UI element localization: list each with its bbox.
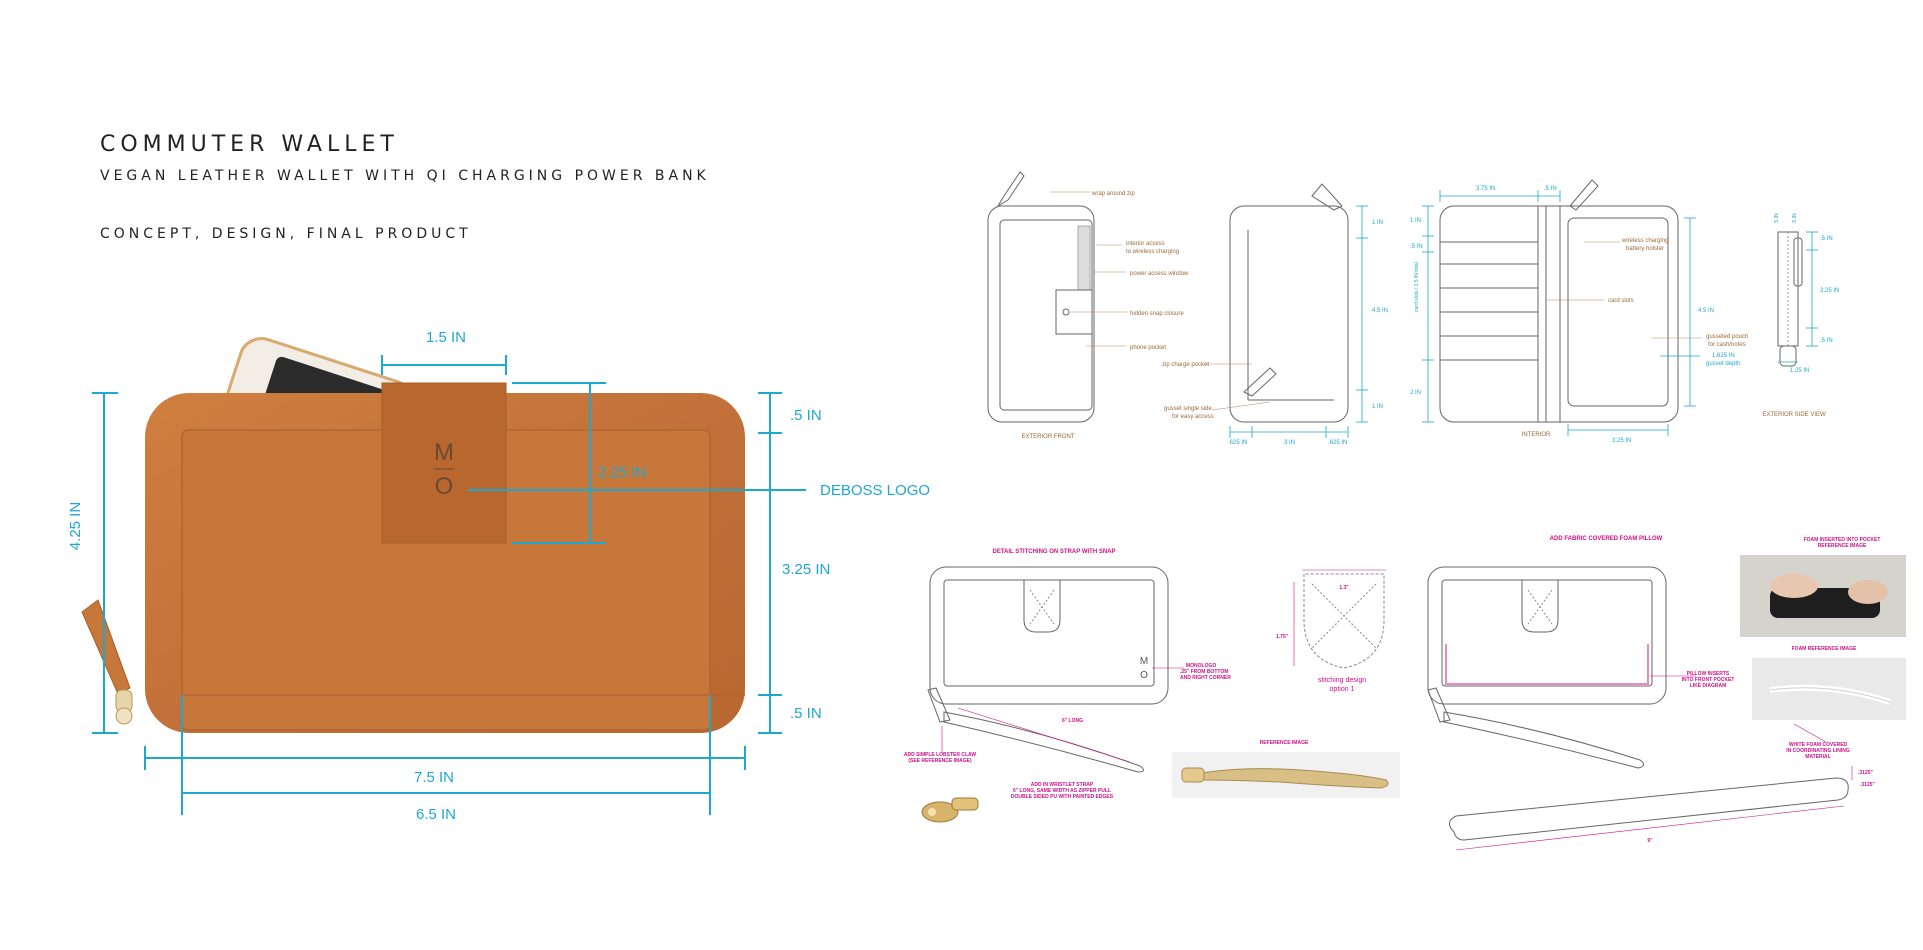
side-dim-t0: .5 IN [1774,213,1780,224]
tech-drawing-side: .5 IN .5 IN .5 IN 3.25 IN .5 IN 1.25 IN … [1762,213,1839,418]
interior-label-3: gusseted pouch [1706,334,1748,340]
pillow-note-1: INTO FRONT POCKET [1682,677,1735,683]
side-dim-0: .5 IN [1820,236,1833,242]
pillow-note-2: LIKE DIAGRAM [1690,683,1727,689]
back-dim-r2: 1 IN [1372,404,1383,410]
back-label-1: gusset single side [1164,406,1212,412]
interior-dim-l0: 1 IN [1410,218,1421,224]
tech-drawing-back: zip charge pocket gusset single side for… [1162,183,1388,446]
back-dim-b2: .625 IN [1328,440,1347,446]
tab-height: 1.75" [1276,634,1289,640]
interior-dim-t1: .5 IN [1544,186,1557,192]
foam-dim-0: .3125" [1858,770,1874,776]
interior-dim-t0: 3.75 IN [1476,186,1495,192]
lobster-clasp-photo [921,797,979,823]
strap-sheet: DETAIL STITCHING ON STRAP WITH SNAP M O … [904,549,1400,832]
foam-sheet: ADD FABRIC COVERED FOAM PILLOW PILLOW IN… [1427,536,1906,851]
strap-logo-o: O [1140,670,1148,681]
logo-letter-m: M [434,439,454,466]
photo2-caption: FOAM REFERENCE IMAGE [1792,646,1857,652]
interior-label-4: for cash/notes [1708,342,1746,348]
tech-drawing-interior: wireless charging battery holster card s… [1410,179,1748,444]
interior-label-0: wireless charging [1621,238,1668,244]
interior-dim-l2: card slots / 1.5 IN total [1414,262,1420,312]
front-caption: EXTERIOR FRONT [1021,434,1074,440]
dim-bottom-margin: .5 IN [790,705,822,722]
clasp-note-1: (SEE REFERENCE IMAGE) [908,758,972,764]
strap-heading: DETAIL STITCHING ON STRAP WITH SNAP [992,549,1115,555]
render-dimensions [92,355,806,815]
page-title: COMMUTER WALLET [100,132,399,157]
photo1-caption-0: FOAM INSERTED INTO POCKET [1804,537,1881,543]
side-dim-bottom: 1.25 IN [1790,368,1809,374]
interior-dim-l3: 2 IN [1410,390,1421,396]
side-dim-1: 3.25 IN [1820,288,1839,294]
logo-note-2: AND RIGHT CORNER [1180,675,1231,681]
front-label-4: hidden snap closure [1130,311,1184,317]
tech-drawing-front: wrap around zip interior access to wirel… [987,171,1189,440]
dim-outer-width: 7.5 IN [414,769,454,786]
page-tagline: CONCEPT, DESIGN, FINAL PRODUCT [100,226,472,242]
dim-flap-height: 2.25 IN [598,464,646,481]
deboss-logo-callout: DEBOSS LOGO [820,482,930,499]
dim-top-margin: .5 IN [790,407,822,424]
front-label-0: wrap around zip [1091,191,1135,197]
side-caption: EXTERIOR SIDE VIEW [1762,412,1826,418]
front-label-2: to wireless charging [1126,249,1179,255]
side-dim-t1: .5 IN [1792,213,1798,224]
foam-note-2: MATERIAL [1805,754,1830,760]
interior-dim-bottom: 3.25 IN [1612,438,1631,444]
zipper-pull-icon [81,599,133,725]
strap-logo-m: M [1140,656,1148,667]
side-dim-2: .5 IN [1820,338,1833,344]
foam-note-1: IN COORDINATING LINING [1786,748,1850,754]
foam-length: 9" [1647,838,1653,844]
reference-label: REFERENCE IMAGE [1260,740,1309,746]
interior-label-5: 1.625 IN [1712,353,1735,359]
strap-note-1: 6" LONG, SAME WIDTH AS ZIPPER PULL [1013,788,1111,794]
strap-note-2: DOUBLE SIDED PU WITH PAINTED EDGES [1011,794,1114,800]
back-label-0: zip charge pocket [1162,362,1209,368]
dim-height: 4.25 IN [67,502,84,550]
tab-width: 1.3" [1339,585,1349,591]
page-subtitle: VEGAN LEATHER WALLET WITH QI CHARGING PO… [100,168,710,184]
dim-body-height: 3.25 IN [782,561,830,578]
dim-inner-width: 6.5 IN [416,806,456,823]
front-label-3: power access window [1130,271,1189,277]
logo-note-0: MONOLOGO [1186,663,1216,669]
photo1-caption-1: REFERENCE IMAGE [1818,543,1867,549]
wallet-render: M O [81,337,745,733]
clasp-note-0: ADD SIMPLE LOBSTER CLAW [904,752,977,758]
foam-note-0: WHITE FOAM COVERED [1789,742,1848,748]
snap-flap [381,382,507,544]
logo-letter-o: O [435,473,454,500]
dim-flap-width: 1.5 IN [426,329,466,346]
interior-label-2: card slots [1608,298,1634,304]
foam-pillow [1449,777,1849,841]
foam-dim-1: .3125" [1860,782,1876,788]
interior-dim-right: 4.5 IN [1698,308,1714,314]
pillow-note-0: PILLOW INSERTS [1687,671,1730,677]
interior-dim-l1: .5 IN [1410,244,1423,250]
front-label-1: interior access [1126,241,1165,247]
back-dim-b0: .625 IN [1228,440,1247,446]
back-label-2: for easy access [1172,414,1214,420]
interior-caption: INTERIOR [1522,432,1551,438]
back-dim-r1: 4.5 IN [1372,308,1388,314]
strap-note-0: ADD IN WRISTLET STRAP [1031,782,1094,788]
interior-label-1: battery holster [1626,246,1664,252]
foam-heading: ADD FABRIC COVERED FOAM PILLOW [1550,536,1663,542]
back-dim-b1: 3 IN [1284,440,1295,446]
logo-note-1: .25" FROM BOTTOM [1180,669,1228,675]
stitch-label-1: option 1 [1330,686,1355,693]
interior-label-6: gusset depth [1706,361,1740,367]
front-label-5: phone pocket [1130,345,1166,351]
strap-length: 6" LONG [1062,718,1083,724]
stitch-label-0: stitching design [1318,677,1366,684]
render-dimension-labels: 1.5 IN 4.25 IN .5 IN 2.25 IN DEBOSS LOGO… [67,329,930,823]
back-dim-r0: 1 IN [1372,220,1383,226]
